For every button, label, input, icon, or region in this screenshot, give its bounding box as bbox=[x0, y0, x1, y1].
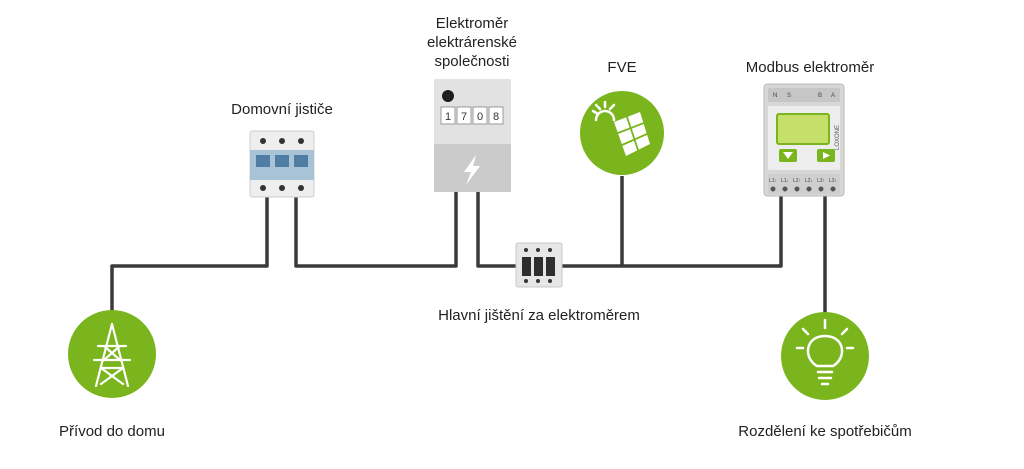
terminal-label: A bbox=[831, 93, 835, 99]
terminal-label: L3↓ bbox=[829, 178, 837, 184]
wire-main-fuse-to-modbus bbox=[560, 196, 783, 268]
label-house-supply: Přívod do domu bbox=[59, 423, 165, 440]
transmission-tower-icon bbox=[92, 322, 132, 388]
terminal-label: S bbox=[787, 93, 791, 99]
label-pv: FVE bbox=[607, 59, 637, 76]
pv-node bbox=[580, 91, 664, 175]
terminal-label: L2↑ bbox=[793, 178, 801, 184]
wiring bbox=[110, 176, 827, 318]
solar-panel-sun-icon bbox=[591, 100, 650, 156]
house-supply-node bbox=[68, 310, 156, 398]
label-utility-meter: Elektroměr elektrárenské společnosti bbox=[402, 14, 542, 71]
consumer-distribution-node bbox=[781, 312, 869, 400]
label-household-breakers: Domovní jističe bbox=[231, 101, 333, 118]
terminal-label: L1↓ bbox=[781, 178, 789, 184]
lightning-bolt-icon bbox=[464, 155, 480, 185]
modbus-meter-device: N S B A LOXONE L1↑ L1↓ L2↑ L2↓ L3↑ L3↓ bbox=[763, 83, 845, 197]
terminal-label: L3↑ bbox=[817, 178, 825, 184]
utility-meter-device: 1 7 0 8 bbox=[434, 79, 511, 192]
modbus-brand: LOXONE bbox=[835, 125, 841, 150]
meter-digit: 8 bbox=[493, 111, 499, 123]
label-main-fuse: Hlavní jištění za elektroměrem bbox=[438, 307, 640, 324]
wire-breakers-to-meter bbox=[294, 190, 458, 268]
meter-digit: 0 bbox=[477, 111, 483, 123]
label-consumer-distribution: Rozdělení ke spotřebičům bbox=[738, 423, 912, 440]
wire-supply-to-breakers bbox=[110, 196, 269, 318]
terminal-label: L1↑ bbox=[769, 178, 777, 184]
main-fuse-device bbox=[515, 242, 563, 288]
wire-meter-to-main-fuse bbox=[476, 190, 518, 268]
meter-digit: 7 bbox=[461, 111, 467, 123]
label-utility-meter-line2: elektrárenské bbox=[426, 34, 518, 51]
meter-digits: 1 7 0 8 bbox=[440, 106, 504, 125]
light-bulb-icon bbox=[795, 318, 855, 386]
meter-digit: 1 bbox=[445, 111, 451, 123]
label-utility-meter-line3: společnosti bbox=[434, 53, 510, 70]
terminal-label: N bbox=[773, 93, 777, 99]
label-modbus-meter: Modbus elektroměr bbox=[745, 59, 875, 76]
terminal-label: B bbox=[818, 93, 822, 99]
household-breakers-device bbox=[249, 130, 315, 198]
label-utility-meter-line1: Elektroměr bbox=[435, 15, 509, 32]
terminal-label: L2↓ bbox=[805, 178, 813, 184]
